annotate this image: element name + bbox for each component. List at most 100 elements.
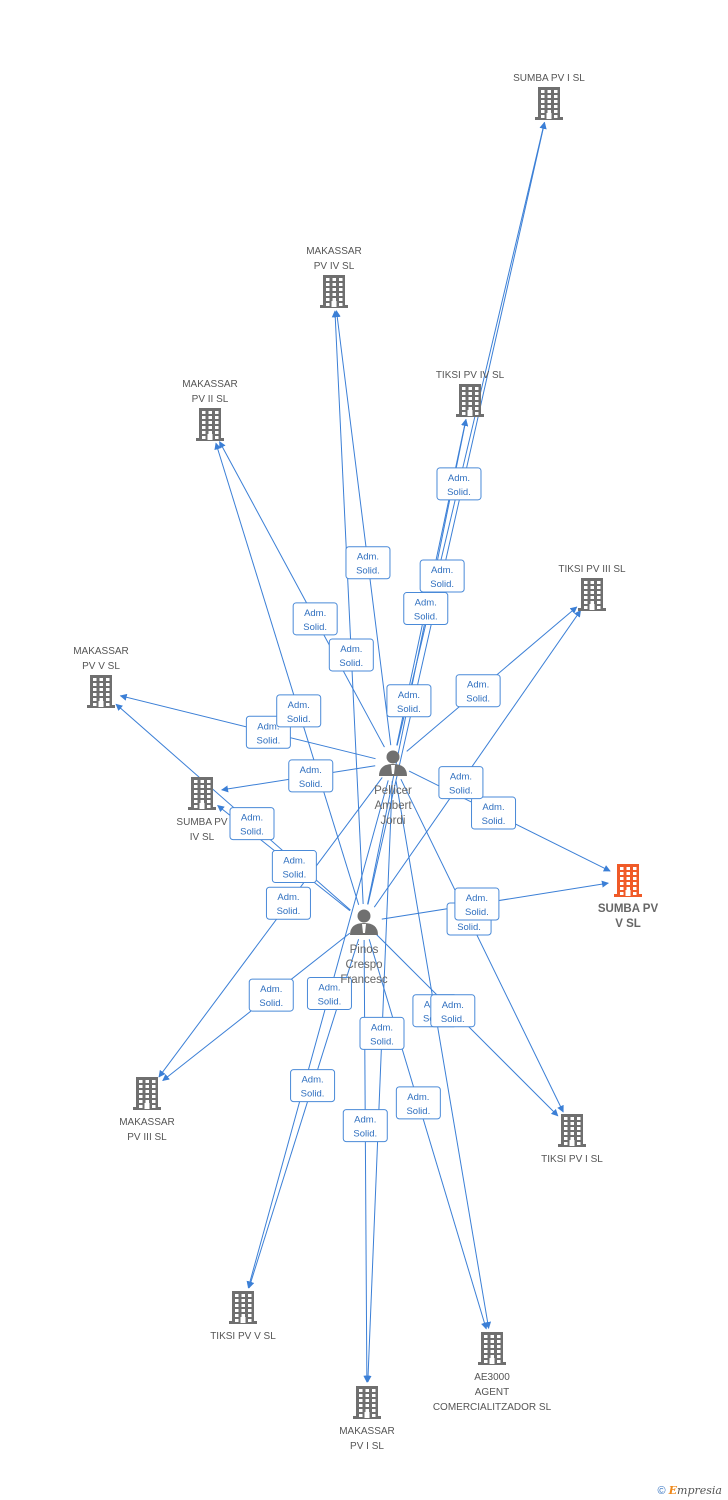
building-icon: [558, 1114, 586, 1147]
edge-label-line: Solid.: [299, 779, 323, 790]
edge-label-line: Adm.: [304, 608, 326, 619]
person-name-line: Jordi: [381, 815, 406, 827]
edge-p2-mak2: [214, 442, 360, 905]
edge-label-p2-mak1[interactable]: Adm.Solid.: [342, 1109, 388, 1143]
company-name-line: MAKASSAR: [339, 1426, 395, 1437]
edge-label-line: Adm.: [288, 700, 310, 711]
edge-label-line: Solid.: [414, 612, 438, 623]
company-node-tiksi5[interactable]: TIKSI PV V SL: [210, 1291, 276, 1342]
edge-label-p1-tiksi5[interactable]: Adm. Solid.: [306, 976, 352, 1010]
edge-label-p2-tiksi5[interactable]: Adm. Solid.: [290, 1069, 336, 1103]
building-icon: [87, 675, 115, 708]
building-icon: [188, 777, 216, 810]
edge-p1-tiksi5: [246, 780, 389, 1289]
building-icon: [229, 1291, 257, 1324]
edge-p2-mak4: [331, 310, 364, 905]
copyright-symbol: ©: [657, 1485, 666, 1497]
edge-label-line: Adm.: [300, 765, 322, 776]
person-name-line: Crespo: [345, 959, 382, 971]
edge-label-line: Solid.: [277, 906, 301, 917]
edge-label-line: Adm.: [277, 892, 299, 903]
edge-label-line: Adm.: [318, 982, 340, 993]
building-icon: [196, 408, 224, 441]
edge-label-p1-tiksi4[interactable]: Adm. Solid.: [403, 592, 449, 626]
edge-label-line: Solid.: [301, 1089, 325, 1100]
company-node-tiksi1[interactable]: TIKSI PV I SL: [541, 1114, 603, 1165]
company-node-sumba1[interactable]: SUMBA PV I SL: [513, 73, 585, 120]
edge-label-p1-mak1[interactable]: Adm.Solid.: [359, 1016, 405, 1050]
brand-rest: mpresia: [677, 1484, 722, 1497]
edge-label-line: Solid.: [406, 1106, 430, 1117]
edge-label-p2-tiksi4[interactable]: Adm. Solid.: [386, 684, 432, 718]
edge-label-p1-mak2[interactable]: Adm. Solid.: [292, 602, 338, 636]
edge-label-line: Solid.: [353, 1129, 377, 1140]
edge-label-line: Solid.: [457, 922, 481, 933]
building-icon: [478, 1332, 506, 1365]
edge-label-p1-sumba1[interactable]: Adm.Solid.: [436, 467, 482, 501]
edge-label-p1-sumba5[interactable]: Adm.Solid.: [471, 796, 517, 830]
edge-label-p2-ae3000[interactable]: Adm. Solid.: [395, 1086, 441, 1120]
company-node-tiksi4[interactable]: TIKSI PV IV SL: [436, 370, 505, 417]
edge-label-line: Adm.: [357, 552, 379, 563]
credit-footer: © Empresia: [657, 1484, 722, 1497]
edge-label-line: Solid.: [356, 566, 380, 577]
edge-label-p2-sumba1[interactable]: Adm.Solid.: [419, 559, 465, 593]
company-node-tiksi3[interactable]: TIKSI PV III SL: [558, 564, 626, 611]
edge-label-p2-mak3[interactable]: Adm.Solid.: [248, 978, 294, 1012]
edge-p1-mak2: [219, 440, 385, 748]
edge-p2-mak1: [363, 939, 371, 1383]
edge-label-line: Solid.: [259, 998, 283, 1009]
edge-label-line: Adm.: [241, 813, 263, 824]
edge-label-line: Adm.: [398, 690, 420, 701]
edge-label-p2-tiksi1[interactable]: Adm.Solid.: [430, 994, 476, 1028]
edge-label-p2-sumba4[interactable]: Adm.Solid.: [271, 850, 317, 884]
edge-label-p1-tiksi3[interactable]: Adm.Solid.: [455, 674, 501, 708]
edge-p1-sumba1: [396, 121, 547, 746]
edge-label-p2-tiksi3[interactable]: Adm.Solid.: [438, 766, 484, 800]
company-name-line: TIKSI PV I SL: [541, 1154, 603, 1165]
empresia-logo[interactable]: Empresia: [669, 1484, 722, 1497]
edge-label-p1-sumba4[interactable]: Adm. Solid.: [288, 759, 334, 793]
edge-label-line: Solid.: [318, 996, 342, 1007]
edge-label-p2-mak4[interactable]: Adm.Solid.: [328, 638, 374, 672]
person-name-line: Pinos: [350, 944, 379, 956]
edge-label-line: Adm.: [257, 721, 279, 732]
edge-label-line: Adm.: [407, 1092, 429, 1103]
edge-p1-mak1: [364, 780, 393, 1383]
edge-label-line: Adm.: [415, 598, 437, 609]
company-name-line: AE3000: [474, 1372, 510, 1383]
edge-label-p1-mak3[interactable]: Adm. Solid.: [265, 886, 311, 920]
edge-label-line: Adm.: [283, 856, 305, 867]
edge-label-p2-sumba5[interactable]: Adm.Solid.: [454, 887, 500, 921]
edge-label-line: Solid.: [449, 786, 473, 797]
edge-label-p2-mak2[interactable]: Adm.Solid.: [276, 694, 322, 728]
edge-label-p1-mak4[interactable]: Adm. Solid.: [345, 546, 391, 580]
company-name-line: MAKASSAR: [73, 646, 129, 657]
building-icon: [535, 87, 563, 120]
edge-label-line: Solid.: [303, 622, 327, 633]
building-icon: [578, 578, 606, 611]
edge-label-line: Solid.: [240, 827, 264, 838]
edge-label-line: Solid.: [430, 579, 454, 590]
company-name-line: PV IV SL: [314, 261, 355, 272]
edge-label-line: Solid.: [466, 694, 490, 705]
company-name-line: PV II SL: [192, 394, 229, 405]
edge-label-p2-mak5[interactable]: Adm. Solid.: [229, 807, 275, 841]
edge-label-line: Adm.: [301, 1075, 323, 1086]
company-node-sumba5[interactable]: SUMBA PVV SL: [598, 864, 659, 930]
edge-p2-tiksi3: [373, 609, 581, 908]
building-icon: [320, 275, 348, 308]
edge-label-line: Solid.: [397, 704, 421, 715]
edge-labels-layer: Adm. Solid. Adm. Solid. Adm. Solid. Adm. Solid.…: [229, 467, 517, 1143]
edge-p2-tiksi4: [367, 418, 469, 905]
